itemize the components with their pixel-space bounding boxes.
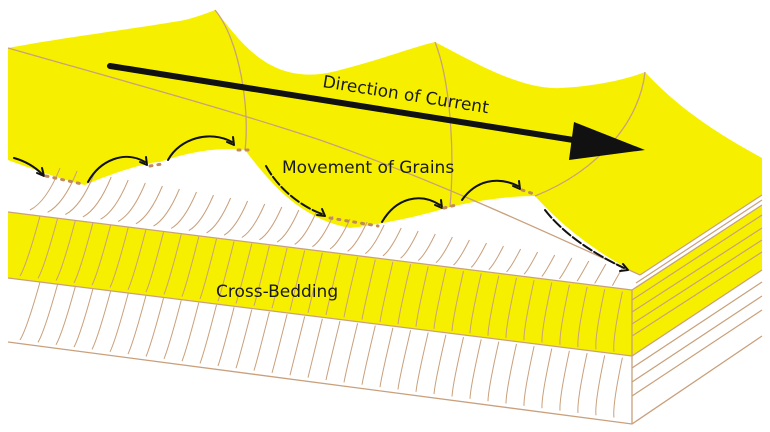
label-cross-bedding: Cross-Bedding <box>216 282 338 302</box>
label-movement-of-grains: Movement of Grains <box>282 158 454 178</box>
